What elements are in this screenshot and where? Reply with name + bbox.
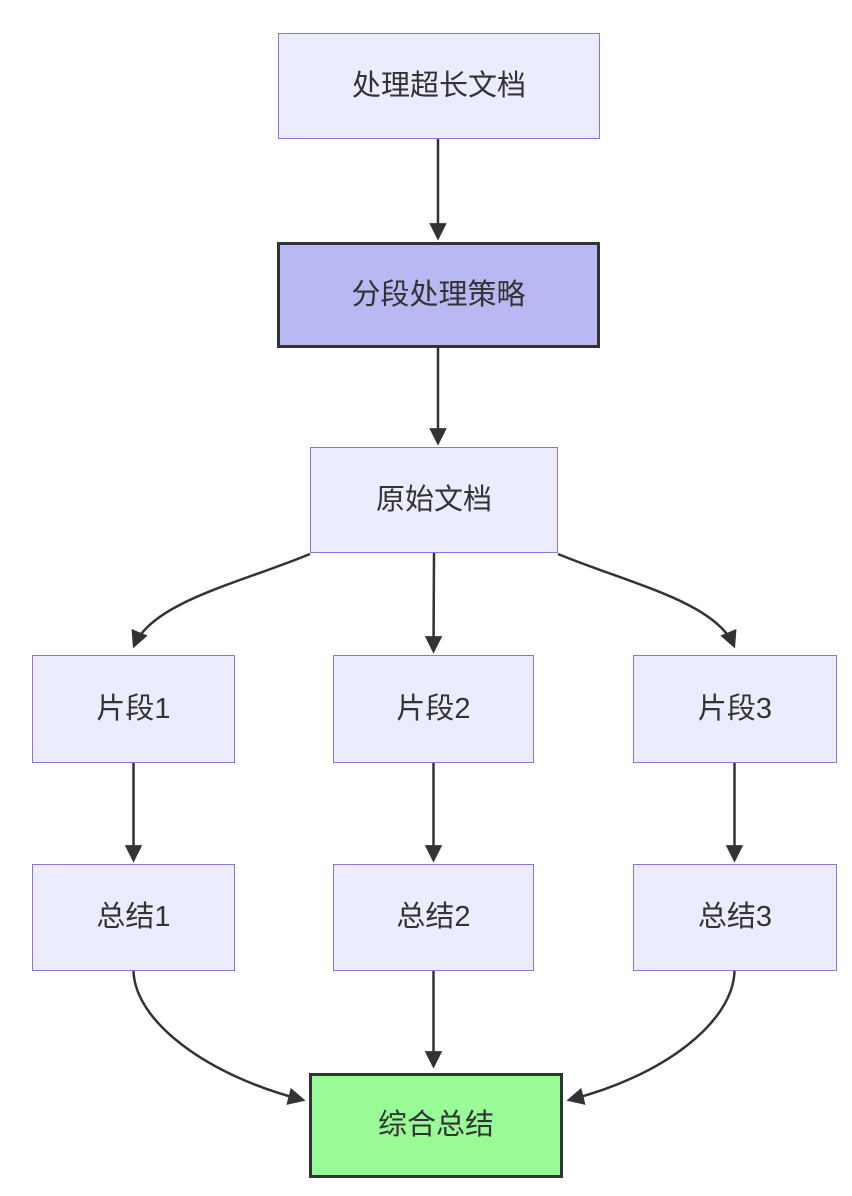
node-original-document: 原始文档 bbox=[310, 447, 558, 553]
node-label: 总结2 bbox=[396, 901, 471, 933]
node-summary-2: 总结2 bbox=[333, 864, 534, 971]
node-fragment-3: 片段3 bbox=[633, 655, 837, 763]
node-label: 综合总结 bbox=[377, 1109, 494, 1141]
node-summary-3: 总结3 bbox=[633, 864, 837, 971]
node-summary-1: 总结1 bbox=[32, 864, 235, 971]
edge-E1-F bbox=[132, 970, 306, 1105]
node-process-long-doc: 处理超长文档 bbox=[278, 33, 600, 139]
edge-C-D3 bbox=[557, 552, 737, 649]
node-label: 处理超长文档 bbox=[351, 69, 526, 102]
node-segmentation-strategy: 分段处理策略 bbox=[277, 242, 600, 348]
node-fragment-1: 片段1 bbox=[32, 655, 235, 763]
edge-C-D1 bbox=[131, 552, 311, 649]
node-fragment-2: 片段2 bbox=[333, 655, 534, 763]
edge-C-D2 bbox=[424, 552, 443, 654]
node-label: 总结1 bbox=[96, 901, 171, 933]
edge-E3-F bbox=[566, 970, 736, 1105]
node-label: 片段2 bbox=[396, 692, 471, 725]
node-combined-summary: 综合总结 bbox=[309, 1073, 563, 1178]
node-label: 分段处理策略 bbox=[351, 278, 526, 311]
node-label: 片段3 bbox=[697, 692, 773, 725]
node-label: 原始文档 bbox=[375, 483, 492, 516]
node-label: 总结3 bbox=[697, 901, 773, 933]
node-label: 片段1 bbox=[96, 692, 171, 725]
